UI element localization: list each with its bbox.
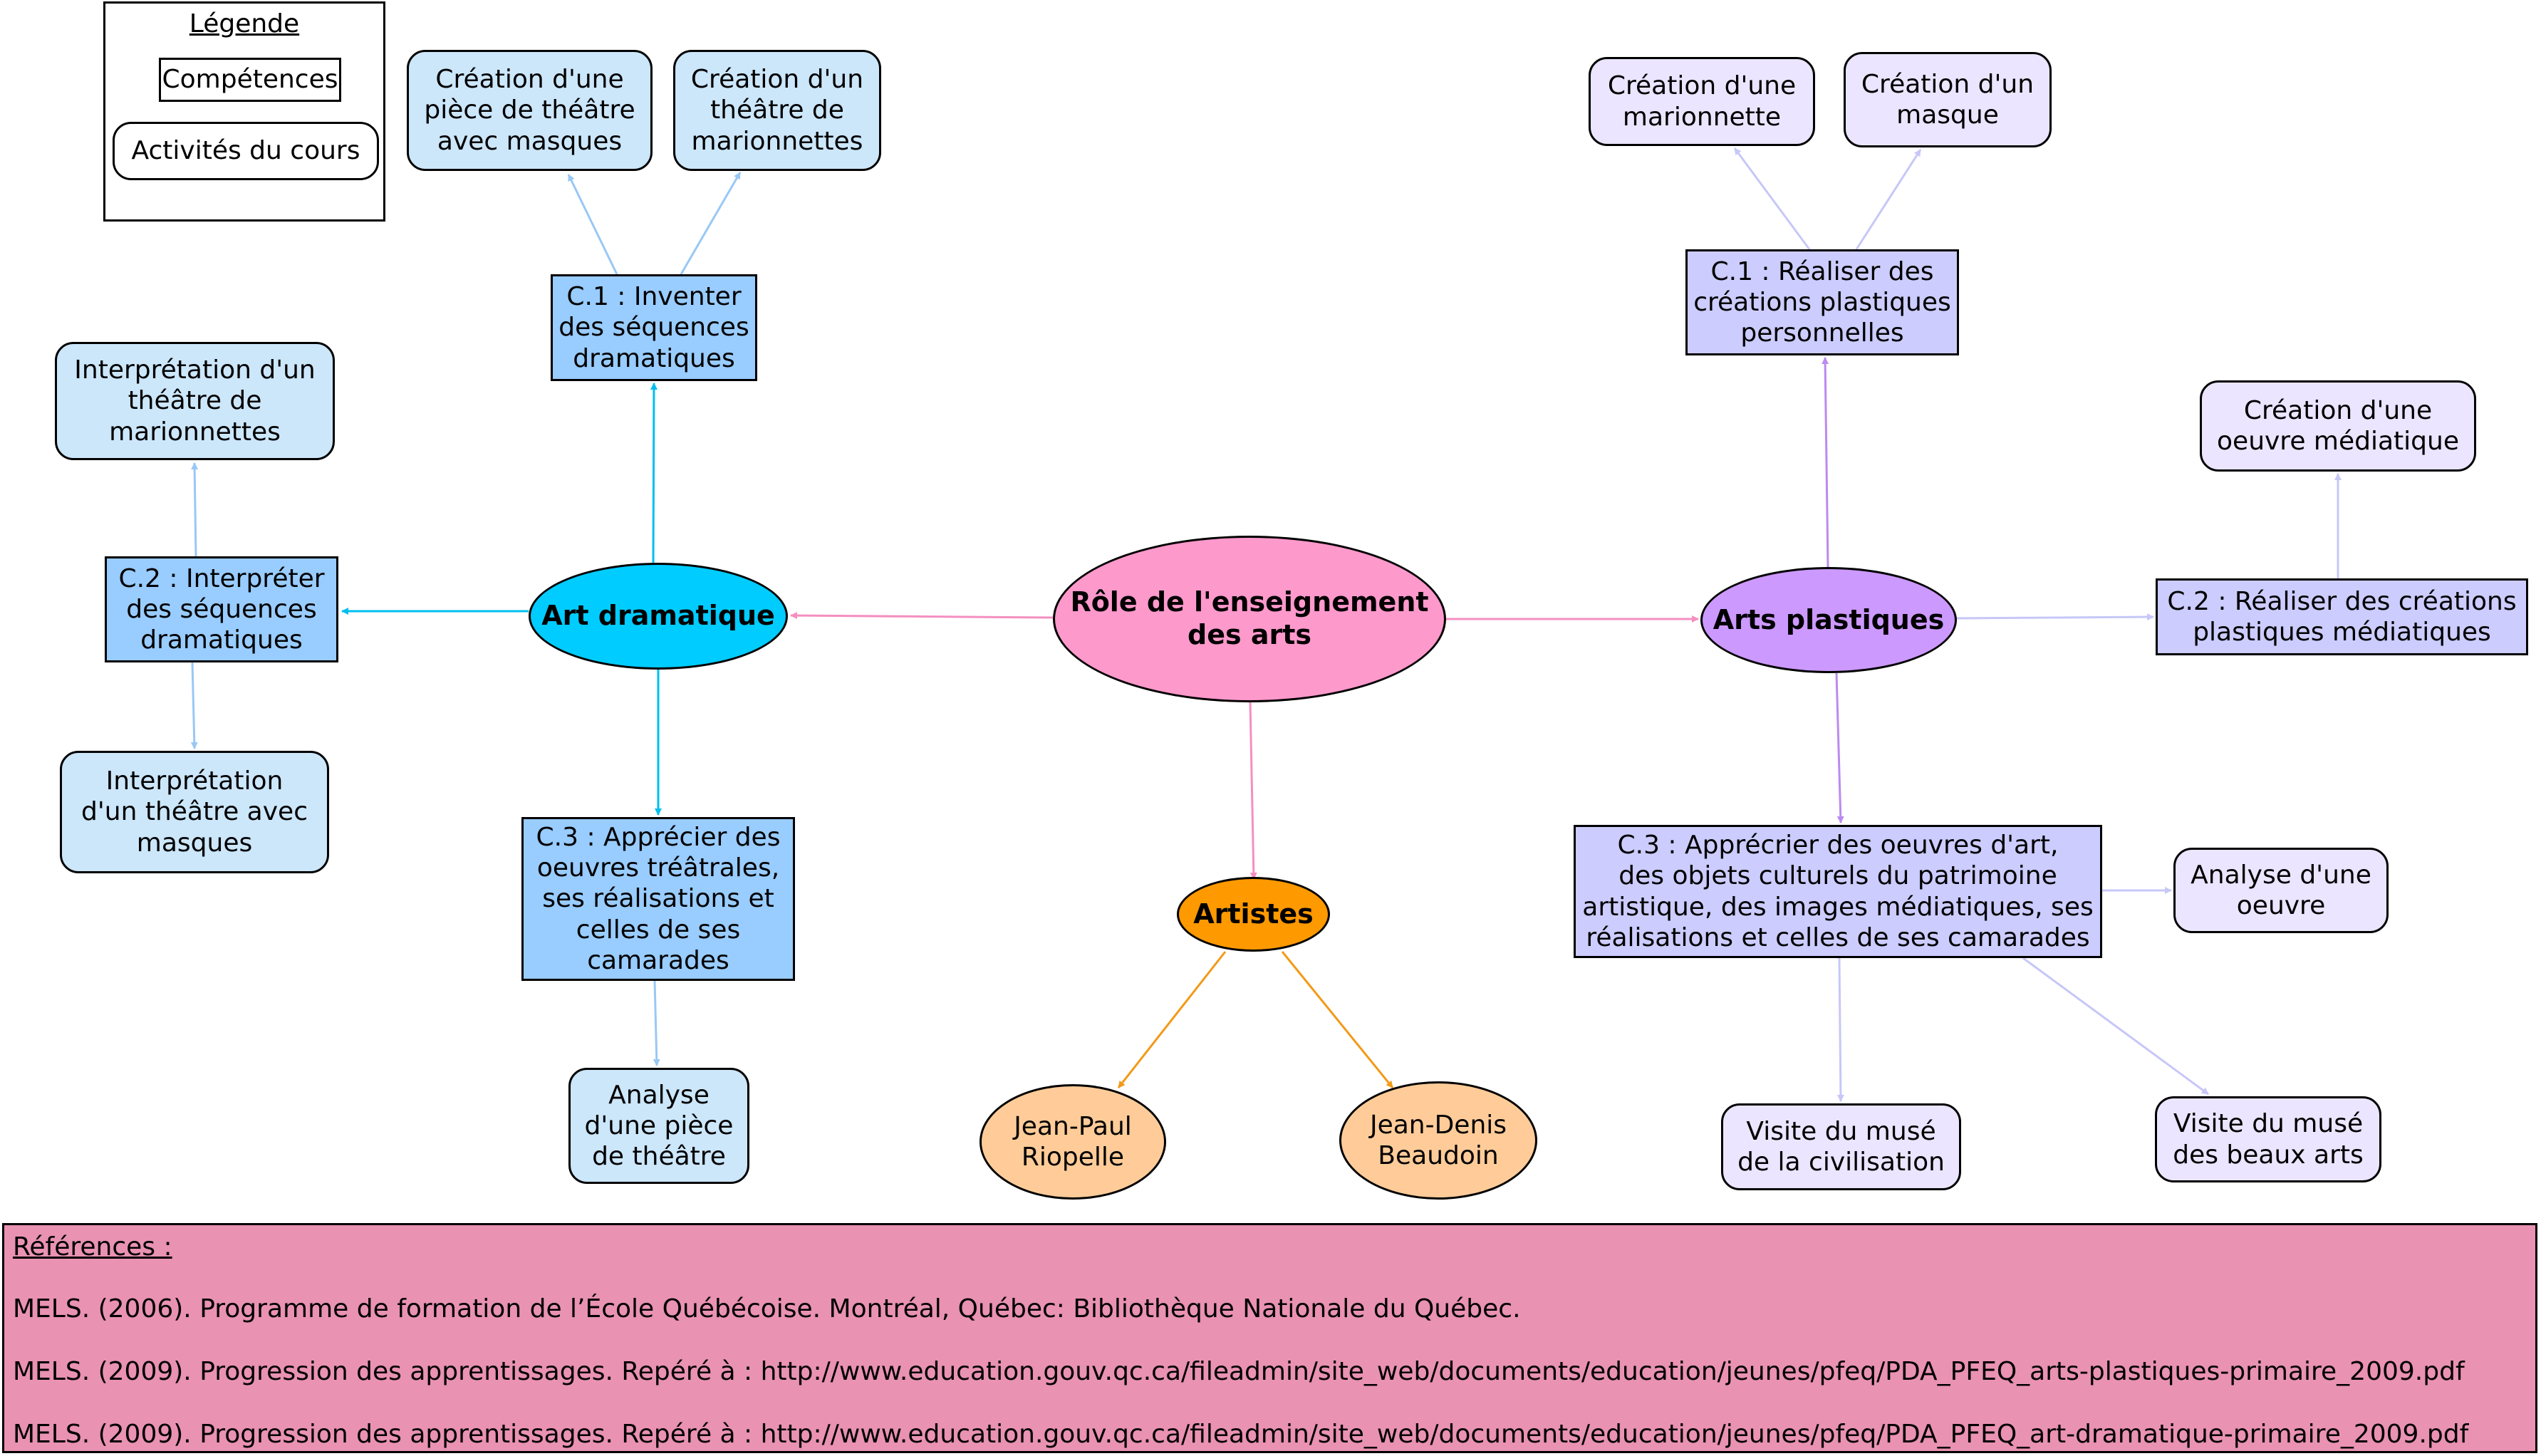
edge-ad-c2-interp-marionnettes [191, 462, 199, 557]
ad-activity-interp-masques: Interprétation d'un théâtre avec masques [60, 751, 329, 873]
edge-ad-c3-analyse [653, 980, 660, 1066]
edge-ap-c2 [1956, 613, 2154, 621]
artistes-node: Artistes [1177, 877, 1330, 952]
ad-c3-competence: C.3 : Apprécier des oeuvres tréâtrales, … [521, 817, 795, 981]
edge-ad-c2-interp-masques [190, 662, 198, 749]
ap-c2-competence: C.2 : Réaliser des créations plastiques … [2156, 578, 2528, 655]
ap-activity-visite-civilisation: Visite du musé de la civilisation [1721, 1103, 1961, 1190]
edge-ad-c1-marionnettes [680, 172, 742, 275]
ap-activity-analyse-oeuvre: Analyse d'une oeuvre [2173, 848, 2389, 933]
edge-ad-c1 [650, 383, 658, 563]
arts-plastiques-node: Arts plastiques [1700, 567, 1957, 673]
edge-ad-c1-masques [567, 174, 618, 275]
ad-c2-competence: C.2 : Interpréter des séquences dramatiq… [105, 556, 338, 662]
legend-competences: Compétences [159, 58, 341, 102]
legend-activites: Activités du cours [113, 122, 379, 180]
ad-activity-masques: Création d'une pièce de théâtre avec mas… [407, 50, 653, 171]
ap-c3-competence: C.3 : Apprécrier des oeuvres d'art, des … [1574, 825, 2102, 958]
ad-activity-marionnettes: Création d'un théâtre de marionnettes [673, 50, 881, 171]
edge-ap-c3-civilisation [1836, 957, 1844, 1102]
legend-title: Légende [189, 9, 300, 38]
edge-ap-c3-beaux-arts [2022, 957, 2209, 1096]
ap-c1-competence: C.1 : Réaliser des créations plastiques … [1685, 249, 1959, 355]
ad-c1-competence: C.1 : Inventer des séquences dramatiques [551, 274, 757, 381]
edge-ap-c3 [1835, 672, 1844, 823]
ap-activity-visite-beaux-arts: Visite du musé des beaux arts [2155, 1096, 2381, 1182]
ap-activity-masque: Création d'un masque [1844, 52, 2052, 147]
reference-2: MELS. (2009). Progression des apprentiss… [13, 1357, 2465, 1386]
center-node: Rôle de l'enseignement des arts [1053, 536, 1446, 702]
artist-riopelle: Jean-Paul Riopelle [979, 1084, 1166, 1200]
references-title: Références : [13, 1232, 172, 1262]
edge-artistes-beaudoin [1281, 951, 1394, 1088]
references-box: Références : MELS. (2006). Programme de … [2, 1223, 2537, 1453]
reference-1: MELS. (2006). Programme de formation de … [13, 1294, 1521, 1324]
art-dramatique-node: Art dramatique [529, 563, 788, 670]
reference-3: MELS. (2009). Progression des apprentiss… [13, 1420, 2469, 1449]
legend: Légende Compétences Activités du cours [103, 1, 385, 222]
edge-center-art-dramatique [790, 612, 1054, 620]
ad-activity-interp-marionnettes: Interprétation d'un théâtre de marionnet… [55, 342, 335, 460]
edge-ap-c1-marionnette [1733, 147, 1811, 250]
ap-activity-marionnette: Création d'une marionnette [1589, 57, 1815, 146]
ap-activity-mediatique: Création d'une oeuvre médiatique [2200, 380, 2476, 472]
ad-activity-analyse-piece: Analyse d'une pièce de théâtre [568, 1068, 749, 1184]
edge-ap-c1-masque [1855, 149, 1922, 250]
artist-beaudoin: Jean-Denis Beaudoin [1339, 1081, 1537, 1200]
edge-ap-c1 [1822, 357, 1829, 568]
edge-center-artistes [1249, 702, 1257, 880]
edge-artistes-riopelle [1117, 951, 1227, 1088]
